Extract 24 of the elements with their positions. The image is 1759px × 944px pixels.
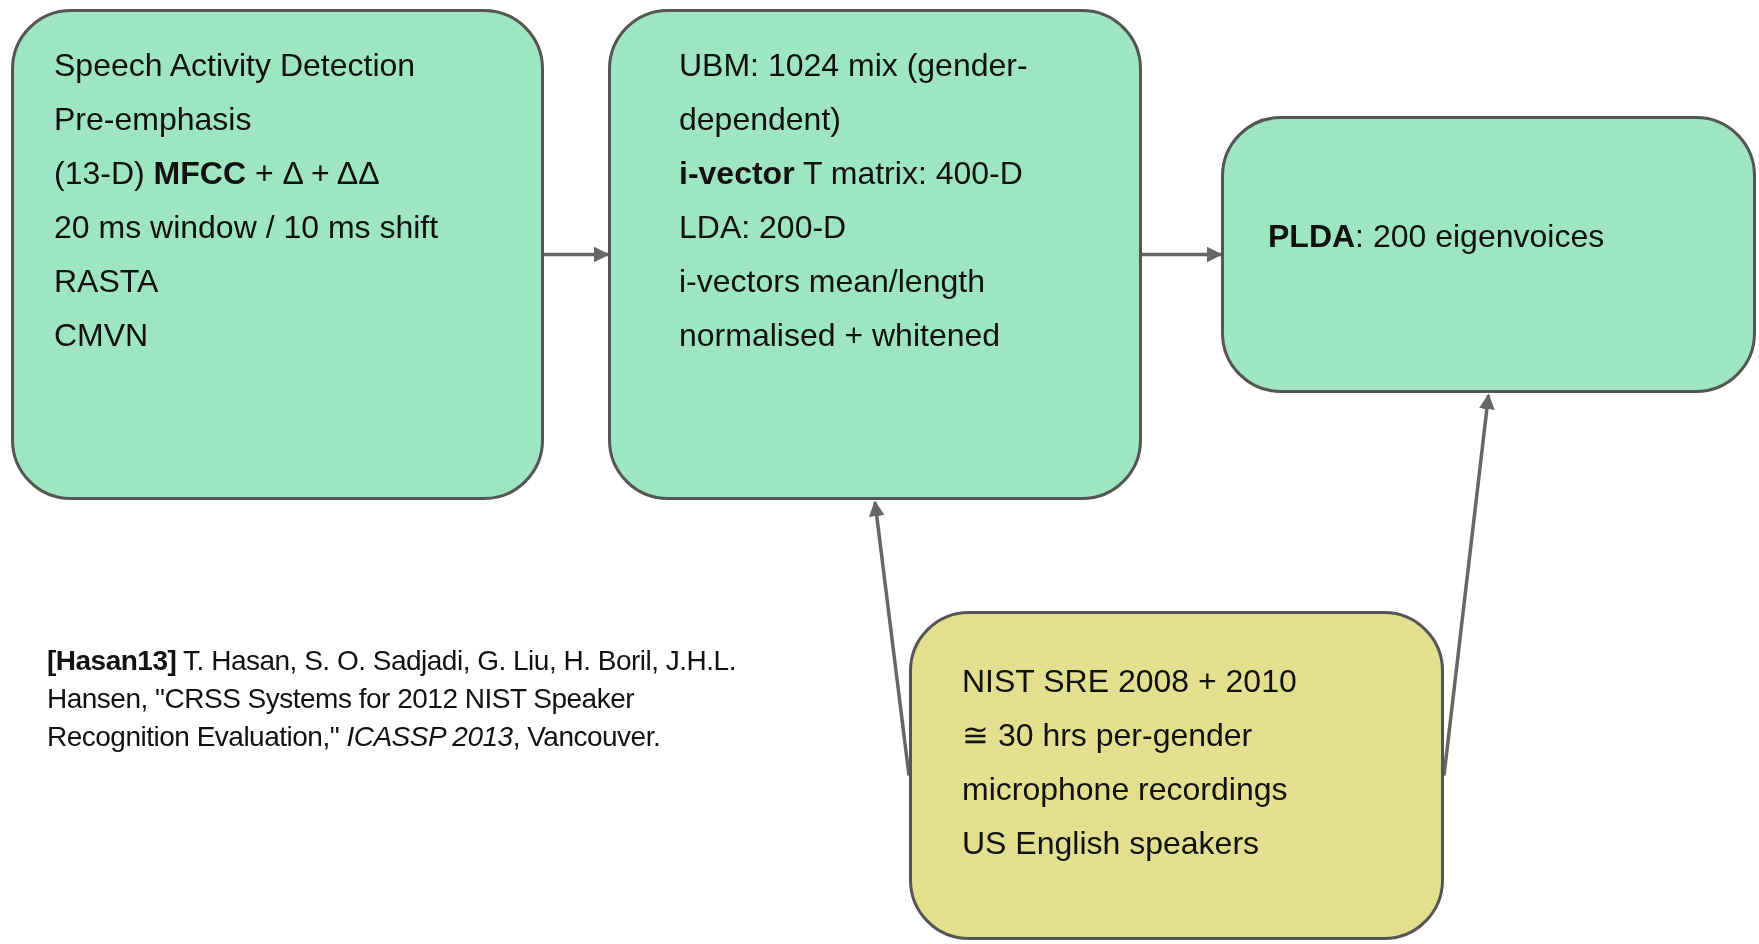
box-text: Pre-emphasis [54, 100, 253, 139]
process-box [909, 611, 1444, 940]
box-text: LDA: 200-D [679, 208, 848, 247]
arrow [868, 500, 911, 776]
box-text: PLDA: 200 eigenvoices [1268, 217, 1606, 256]
arrow [1442, 393, 1495, 776]
box-text: Speech Activity Detection [54, 46, 417, 85]
box-text: UBM: 1024 mix (gender-dependent) [679, 46, 1029, 139]
box-text: (13-D) MFCC + Δ + ΔΔ [54, 154, 381, 193]
arrow [544, 246, 610, 263]
box-text: i-vectors mean/length normalised + whitened [679, 262, 1002, 355]
process-box [608, 9, 1142, 500]
box-text: CMVN [54, 316, 150, 355]
citation-note: [Hasan13] T. Hasan, S. O. Sadjadi, G. Liu, H. Boril, J.H.L. Hansen, "CRSS Systems for 2012 NIST Speaker Recognition Evaluation," ICASSP 2013, Vancouver. [47, 644, 737, 754]
box-text: ≅ 30 hrs per-gender [962, 716, 1254, 755]
box-text: microphone recordings [962, 770, 1289, 809]
box-text: 20 ms window / 10 ms shift [54, 208, 440, 247]
box-text: NIST SRE 2008 + 2010 [962, 662, 1298, 701]
box-text: i-vector T matrix: 400-D [679, 154, 1024, 193]
box-text: RASTA [54, 262, 160, 301]
box-text: US English speakers [962, 824, 1261, 863]
process-box [11, 9, 544, 500]
process-box [1221, 116, 1756, 393]
arrow [1142, 246, 1223, 263]
